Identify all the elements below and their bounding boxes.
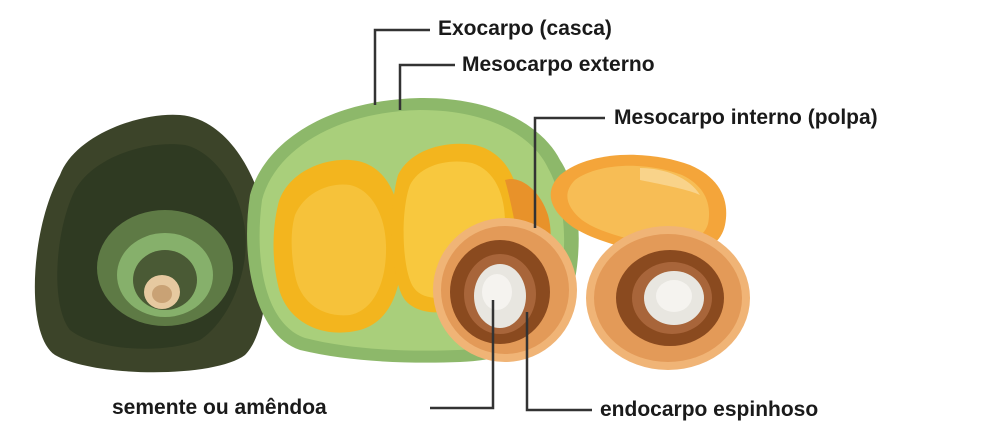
right-pit-half: [586, 226, 750, 370]
leader-exocarp: [375, 30, 430, 105]
seed-label: semente ou amêndoa: [112, 397, 327, 418]
endocarp-label: endocarpo espinhoso: [600, 399, 818, 420]
whole-fruit: [35, 115, 268, 373]
exocarp-label: Exocarpo (casca): [438, 18, 612, 39]
outer-mesocarp-label: Mesocarpo externo: [462, 54, 655, 75]
center-pit-half: [433, 218, 577, 362]
inner-mesocarp-label: Mesocarpo interno (polpa): [614, 107, 878, 128]
